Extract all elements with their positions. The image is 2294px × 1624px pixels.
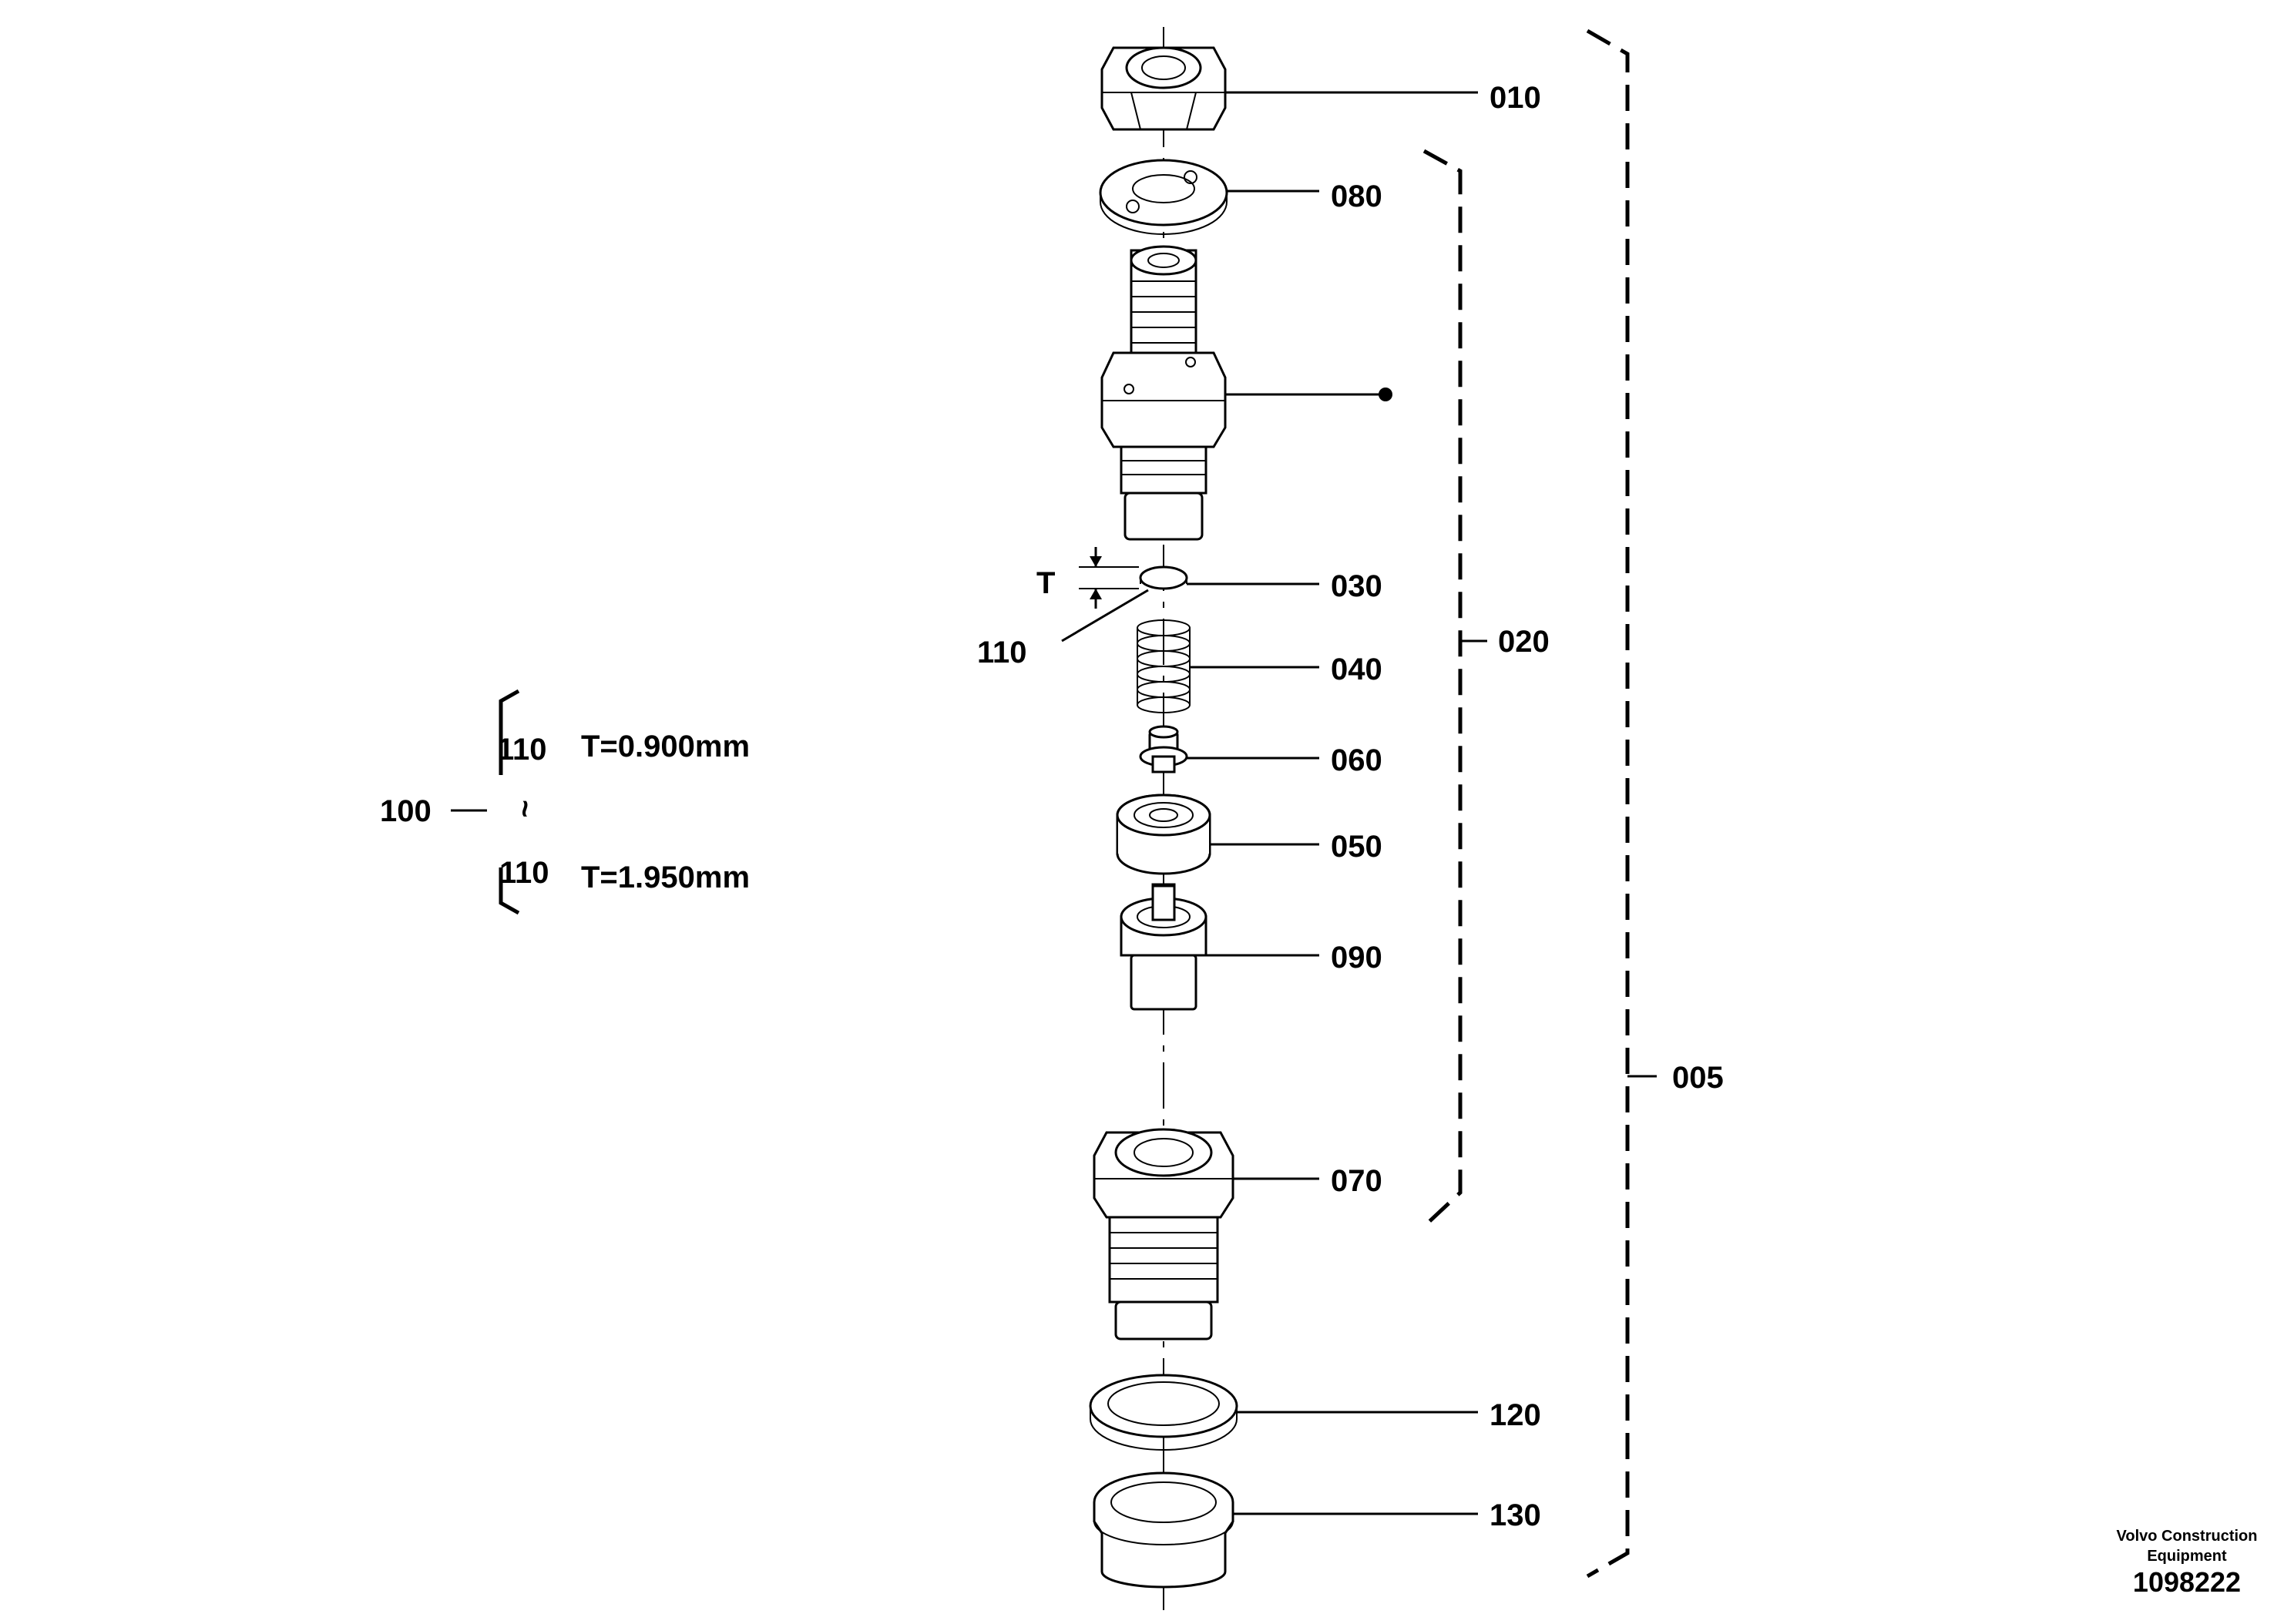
label-120: 120 — [1490, 1398, 1541, 1432]
brand-line-1: Volvo Construction — [2117, 1528, 2258, 1545]
part-120-washer — [1089, 1374, 1238, 1451]
part-070-nozzle-nut — [1093, 1128, 1234, 1340]
part-130-sleeve — [1093, 1471, 1234, 1589]
label-110: 110 — [977, 636, 1027, 669]
variant-1-spec: T=0.900mm — [581, 730, 750, 763]
variant-2-spec: T=1.950mm — [581, 861, 750, 894]
bracket-100 — [451, 689, 520, 915]
thickness-dimension — [1079, 547, 1139, 609]
reference-dot — [1379, 388, 1392, 401]
label-080: 080 — [1331, 180, 1382, 213]
label-060: 060 — [1331, 743, 1382, 777]
part-050-bearing — [1116, 794, 1211, 875]
part-030-shim — [1139, 565, 1188, 590]
injector-body — [1100, 245, 1227, 541]
label-020: 020 — [1498, 625, 1550, 659]
label-005: 005 — [1672, 1061, 1724, 1095]
variant-1-part: 110 — [497, 733, 547, 767]
label-040: 040 — [1331, 653, 1382, 686]
part-060-pin — [1139, 725, 1188, 773]
label-thickness-T: T — [1036, 566, 1055, 600]
leader-lines — [1061, 91, 1478, 1515]
brand-line-2: Equipment — [2147, 1548, 2227, 1565]
part-080-plate — [1099, 159, 1228, 235]
label-030: 030 — [1331, 569, 1382, 603]
part-010-hex-nut — [1100, 46, 1227, 131]
label-070: 070 — [1331, 1164, 1382, 1198]
part-090-nozzle — [1120, 883, 1207, 1011]
label-100: 100 — [380, 794, 432, 828]
document-number: 1098222 — [2133, 1566, 2241, 1598]
label-090: 090 — [1331, 941, 1382, 975]
label-050: 050 — [1331, 830, 1382, 864]
label-130: 130 — [1490, 1498, 1541, 1532]
variant-2-part: 110 — [499, 856, 549, 890]
bracket-005 — [1586, 29, 1657, 1579]
bracket-020 — [1422, 149, 1487, 1228]
variant-tilde: ~ — [508, 800, 542, 817]
label-010: 010 — [1490, 81, 1541, 115]
